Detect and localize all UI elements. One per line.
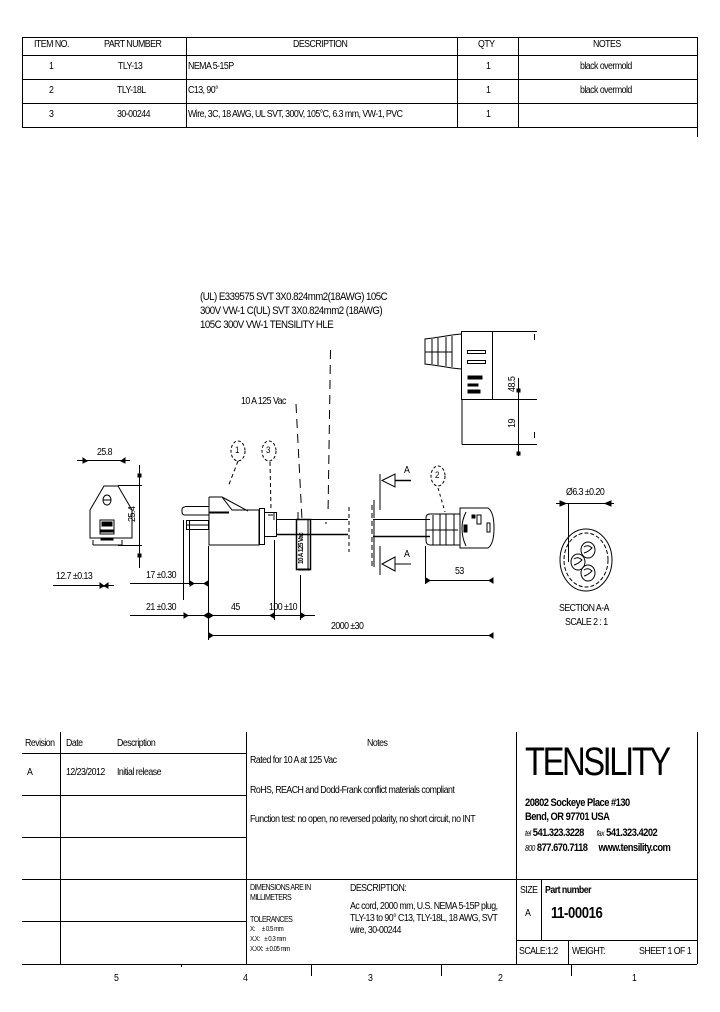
cable-marking-line-3: 105C 300V VW-1 TENSILITY HLE: [200, 319, 334, 331]
bom-header-item-no: ITEM NO.: [34, 39, 69, 50]
part-number-label: Part number: [545, 885, 592, 896]
size-value: A: [525, 908, 531, 919]
balloon-1-label: 1: [235, 445, 239, 455]
dims-note-1: DIMENSIONS ARE IN: [250, 883, 311, 892]
description-label: DESCRIPTION:: [350, 883, 407, 894]
dim-plug-height: 25.4: [127, 506, 138, 522]
bom-row-3-part: 30-00244: [117, 109, 151, 120]
bom-header-notes: NOTES: [593, 39, 621, 50]
plug-end-view: [53, 457, 142, 589]
bom-row-2-desc: C13, 90°: [188, 85, 219, 96]
dim-45: 45: [231, 602, 240, 613]
dim-21: 21 ±0.30: [146, 602, 177, 613]
scale-value: SCALE:1:2: [519, 946, 558, 957]
description-line-1: Ac cord, 2000 mm, U.S. NEMA 5-15P plug,: [350, 901, 498, 912]
company-address-2: Bend, OR 97701 USA: [525, 811, 610, 823]
tel-label: tel: [525, 829, 531, 838]
dim-19: 19: [507, 419, 518, 428]
tolerances-title: TOLERANCES: [250, 915, 293, 924]
bom-row-2-part: TLY-18L: [117, 85, 146, 96]
section-arrow-label-bottom: A: [404, 549, 410, 560]
section-arrow-label-top: A: [404, 465, 410, 476]
tolerance-3: X.XX: ± 0.05 mm: [250, 946, 290, 953]
fax-label: fax: [596, 829, 605, 838]
company-tollfree-row: 800 877.670.7118 www.tensility.com: [525, 842, 671, 854]
section-title: SECTION A-A: [559, 603, 609, 614]
dim-17: 17 ±0.30: [146, 570, 177, 581]
revision-row-1-desc: Initial release: [117, 767, 161, 778]
description-line-3: wire, 30-00244: [350, 925, 401, 936]
revision-header-date: Date: [66, 738, 83, 749]
bom-row-2-notes: black overmold: [580, 85, 632, 96]
dim-53: 53: [455, 566, 464, 577]
dim-2000: 2000 ±30: [331, 621, 364, 632]
fax-number: 541.323.4202: [606, 827, 658, 839]
notes-title: Notes: [367, 738, 388, 749]
bom-table-grid: [22, 37, 698, 137]
bom-row-1-notes: black overmold: [580, 61, 632, 72]
bom-row-1-qty: 1: [486, 61, 491, 72]
balloon-2-label: 2: [435, 470, 439, 480]
cord-main-view: [181, 460, 495, 575]
revision-header-description: Description: [117, 738, 156, 749]
bom-row-1-desc: NEMA 5-15P: [188, 61, 234, 72]
dim-plug-width: 25.8: [97, 447, 113, 458]
c13-side-view: [424, 331, 537, 456]
company-website[interactable]: www.tensility.com: [598, 842, 671, 854]
bom-row-3-qty: 1: [486, 109, 491, 120]
dims-note-2: MILLIMETERS: [250, 893, 292, 902]
dim-48-5: 48.5: [507, 376, 518, 392]
dim-pin-width: 12.7 ±0.13: [56, 571, 93, 582]
tel-number: 541.323.3228: [532, 827, 585, 839]
dim-diameter: Ø6.3 ±0.20: [566, 487, 605, 498]
rating-tag-text: 10 A 125 Vac: [298, 532, 305, 564]
revision-row-1-rev: A: [27, 767, 33, 778]
company-phone-row: tel 541.323.3228 fax 541.323.4202: [525, 827, 658, 839]
tollfree-label: 800: [525, 844, 535, 853]
description-line-2: TLY-13 to 90° C13, TLY-18L, 18 AWG, SVT: [350, 913, 498, 924]
company-address-1: 20802 Sockeye Place #130: [525, 797, 630, 809]
balloon-3-label: 3: [266, 445, 270, 455]
size-label: SIZE: [520, 885, 538, 896]
bom-header-qty: QTY: [478, 39, 495, 50]
company-logo: TENSILITY: [525, 740, 671, 784]
bom-row-1-item: 1: [49, 61, 54, 72]
rating-callout: 10 A 125 Vac: [241, 396, 286, 407]
sheet-number: SHEET 1 OF 1: [639, 946, 692, 957]
title-block-grid: [22, 732, 698, 976]
bom-row-1-part: TLY-13: [118, 61, 143, 72]
bom-header-description: DESCRIPTION: [293, 39, 348, 50]
bom-header-part-number: PART NUMBER: [104, 39, 162, 50]
revision-row-1-date: 12/23/2012: [66, 767, 105, 778]
dim-100: 100 ±10: [269, 602, 298, 613]
zone-5: 5: [114, 973, 119, 984]
zone-2: 2: [498, 973, 503, 984]
tolerance-2: X.X: ± 0.3 mm: [250, 936, 286, 943]
bom-row-2-qty: 1: [486, 85, 491, 96]
cable-marking-line-2: 300V VW-1 C(UL) SVT 3X0.824mm2 (18AWG): [200, 305, 383, 317]
zone-4: 4: [243, 973, 248, 984]
weight-label: WEIGHT:: [572, 946, 606, 957]
note-1: Rated for 10 A at 125 Vac: [250, 755, 337, 766]
bom-row-3-item: 3: [49, 109, 54, 120]
bom-row-3-desc: Wire, 3C, 18 AWG, UL SVT, 300V, 105°C, 6…: [188, 109, 403, 120]
cable-marking-leader: [295, 349, 331, 521]
part-number-value: 11-00016: [551, 905, 603, 922]
section-scale: SCALE 2 : 1: [565, 617, 608, 628]
zone-3: 3: [368, 973, 373, 984]
bom-row-2-item: 2: [49, 85, 54, 96]
zone-1: 1: [632, 973, 637, 984]
cable-marking-line-1: (UL) E339575 SVT 3X0.824mm2(18AWG) 105C: [200, 291, 388, 303]
note-3: Function test: no open, no reversed pola…: [250, 814, 476, 825]
revision-header-revision: Revision: [25, 738, 55, 749]
dimension-lines: [130, 520, 494, 640]
item-balloons: [230, 440, 446, 487]
tolerance-1: X: ± 0.5 mm: [250, 926, 284, 933]
note-2: RoHS, REACH and Dodd-Frank conflict mate…: [250, 785, 455, 796]
tollfree-number: 877.670.7118: [536, 842, 588, 854]
section-a-a-view: [556, 500, 614, 592]
